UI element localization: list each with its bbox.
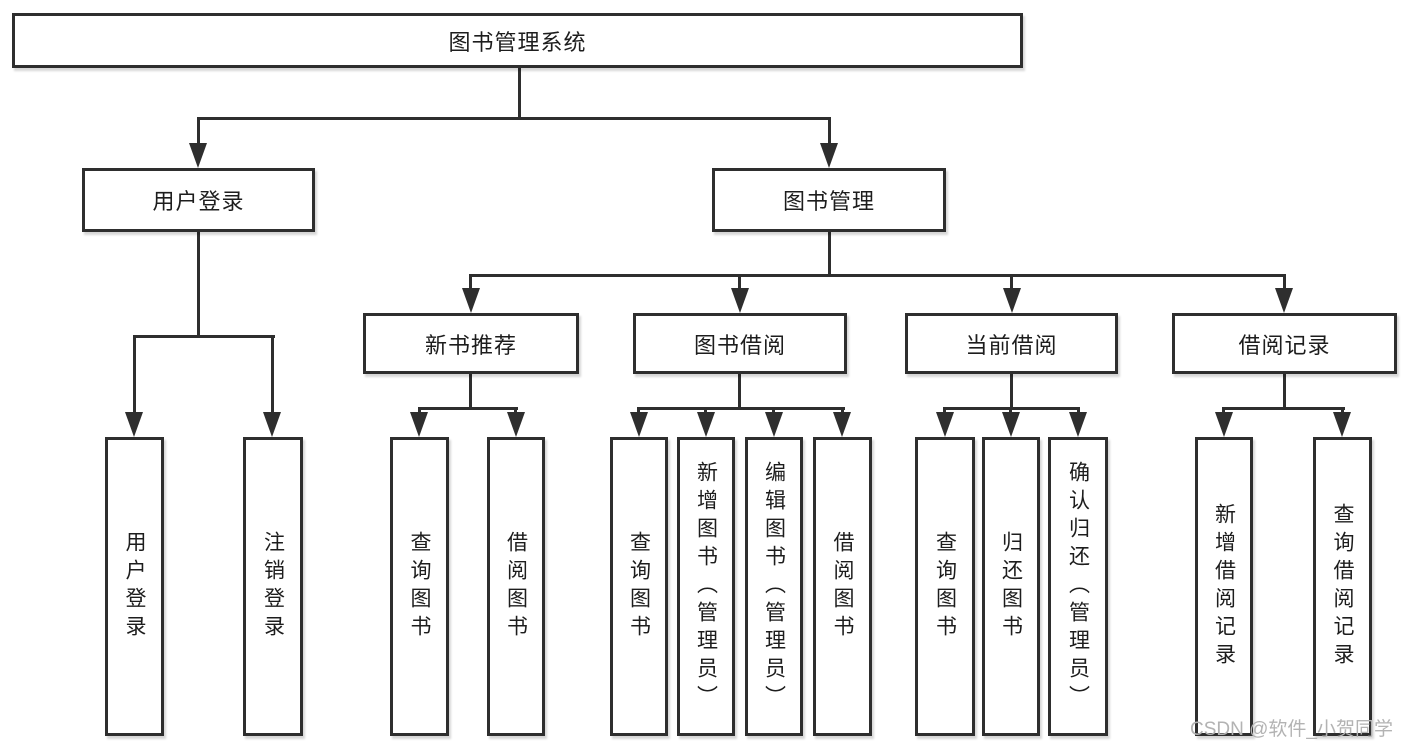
arrowhead-cb-return xyxy=(1002,412,1020,437)
node-user-login-label: 用户登录 xyxy=(152,189,245,214)
connector-drop-logout-leaf xyxy=(271,335,274,415)
node-new-book-rec-label: 新书推荐 xyxy=(424,332,517,358)
arrowhead-br-add xyxy=(1215,412,1233,437)
node-book-mgmt-label: 图书管理 xyxy=(782,189,875,214)
node-current-borrow: 当前借阅 xyxy=(905,313,1118,374)
arrowhead-borrow-records xyxy=(1275,288,1293,313)
connector-drop-login-leaf xyxy=(133,335,136,415)
arrowhead-login-leaf xyxy=(125,412,143,437)
arrowhead-br-query xyxy=(1333,412,1351,437)
leaf-cb-return-books: 归还图书 xyxy=(982,437,1040,736)
leaf-user-login: 用户登录 xyxy=(105,437,164,736)
connector-drop-book-mgmt xyxy=(828,117,831,146)
connector-drop-cb-return xyxy=(1009,407,1012,415)
connector-drop-nbr-query xyxy=(418,407,421,415)
connector-drop-bb-edit xyxy=(772,407,775,415)
leaf-cb-confirm-return-admin-label: 确认归还（管理员） xyxy=(1066,460,1090,713)
connector-drop-nbr-borrow xyxy=(514,407,517,415)
arrowhead-bb-add xyxy=(697,412,715,437)
leaf-bb-edit-books-admin-label: 编辑图书（管理员） xyxy=(762,460,786,713)
node-current-borrow-label: 当前借阅 xyxy=(965,332,1058,358)
node-book-mgmt: 图书管理 xyxy=(712,168,946,232)
leaf-bb-borrow-books: 借阅图书 xyxy=(813,437,872,736)
connector-drop-bb-borrow xyxy=(841,407,844,415)
connector-drop-new-book-rec xyxy=(469,274,472,291)
leaf-nbr-borrow-books-label: 借阅图书 xyxy=(504,530,528,643)
node-root: 图书管理系统 xyxy=(12,13,1023,68)
connector-cb-stem xyxy=(1010,374,1013,410)
leaf-cb-query-books: 查询图书 xyxy=(915,437,975,736)
leaf-nbr-query-books: 查询图书 xyxy=(390,437,449,736)
leaf-br-query-record: 查询借阅记录 xyxy=(1313,437,1372,736)
leaf-nbr-borrow-books: 借阅图书 xyxy=(487,437,545,736)
connector-bb-stem xyxy=(738,374,741,410)
node-book-borrow-label: 图书借阅 xyxy=(693,332,786,358)
arrowhead-cb-query xyxy=(936,412,954,437)
connector-user-login-split xyxy=(133,335,275,338)
connector-user-login-stem xyxy=(197,232,200,338)
connector-bb-split xyxy=(637,407,845,410)
csdn-watermark: CSDN @软件_小贺同学 xyxy=(1190,719,1393,740)
arrowhead-bb-borrow xyxy=(833,412,851,437)
node-user-login: 用户登录 xyxy=(82,168,315,232)
connector-drop-book-borrow xyxy=(738,274,741,291)
node-book-borrow: 图书借阅 xyxy=(633,313,847,374)
leaf-bb-borrow-books-label: 借阅图书 xyxy=(831,530,854,643)
arrowhead-bb-edit xyxy=(765,412,783,437)
leaf-br-add-record-label: 新增借阅记录 xyxy=(1212,502,1236,671)
arrowhead-nbr-query xyxy=(410,412,428,437)
connector-drop-cb-query xyxy=(943,407,946,415)
leaf-cb-confirm-return-admin: 确认归还（管理员） xyxy=(1048,437,1108,736)
arrowhead-book-borrow xyxy=(731,288,749,313)
node-new-book-rec: 新书推荐 xyxy=(363,313,579,374)
node-root-label: 图书管理系统 xyxy=(448,29,587,55)
connector-drop-user-login xyxy=(197,117,200,146)
connector-br-stem xyxy=(1283,374,1286,410)
arrowhead-new-book-rec xyxy=(462,288,480,313)
connector-root-split xyxy=(197,117,831,120)
leaf-logout-label: 注销登录 xyxy=(261,530,285,643)
leaf-cb-return-books-label: 归还图书 xyxy=(999,530,1023,643)
leaf-nbr-query-books-label: 查询图书 xyxy=(408,530,431,643)
connector-root-stem xyxy=(518,68,521,120)
connector-book-mgmt-stem xyxy=(828,232,831,277)
connector-nbr-split xyxy=(418,407,518,410)
arrowhead-book-mgmt xyxy=(820,143,838,168)
leaf-br-add-record: 新增借阅记录 xyxy=(1195,437,1253,736)
leaf-bb-edit-books-admin: 编辑图书（管理员） xyxy=(745,437,803,736)
leaf-user-login-label: 用户登录 xyxy=(123,530,146,643)
arrowhead-nbr-borrow xyxy=(507,412,525,437)
arrowhead-bb-query xyxy=(630,412,648,437)
connector-drop-bb-add xyxy=(704,407,707,415)
leaf-logout: 注销登录 xyxy=(243,437,303,736)
connector-drop-br-query xyxy=(1341,407,1344,415)
leaf-bb-query-books-label: 查询图书 xyxy=(627,530,651,643)
leaf-bb-query-books: 查询图书 xyxy=(610,437,668,736)
leaf-bb-add-books-admin-label: 新增图书（管理员） xyxy=(694,460,718,713)
connector-drop-cb-confirm xyxy=(1077,407,1080,415)
connector-br-split xyxy=(1222,407,1345,410)
connector-nbr-stem xyxy=(469,374,472,410)
connector-drop-current-borrow xyxy=(1010,274,1013,291)
node-borrow-records-label: 借阅记录 xyxy=(1238,332,1331,358)
connector-drop-br-add xyxy=(1222,407,1225,415)
leaf-br-query-record-label: 查询借阅记录 xyxy=(1331,502,1354,671)
connector-book-mgmt-split xyxy=(469,274,1286,277)
node-borrow-records: 借阅记录 xyxy=(1172,313,1397,374)
leaf-bb-add-books-admin: 新增图书（管理员） xyxy=(677,437,735,736)
arrowhead-user-login xyxy=(189,143,207,168)
connector-drop-bb-query xyxy=(637,407,640,415)
connector-drop-borrow-records xyxy=(1283,274,1286,291)
arrowhead-cb-confirm xyxy=(1069,412,1087,437)
leaf-cb-query-books-label: 查询图书 xyxy=(933,530,957,643)
arrowhead-logout-leaf xyxy=(263,412,281,437)
arrowhead-current-borrow xyxy=(1003,288,1021,313)
